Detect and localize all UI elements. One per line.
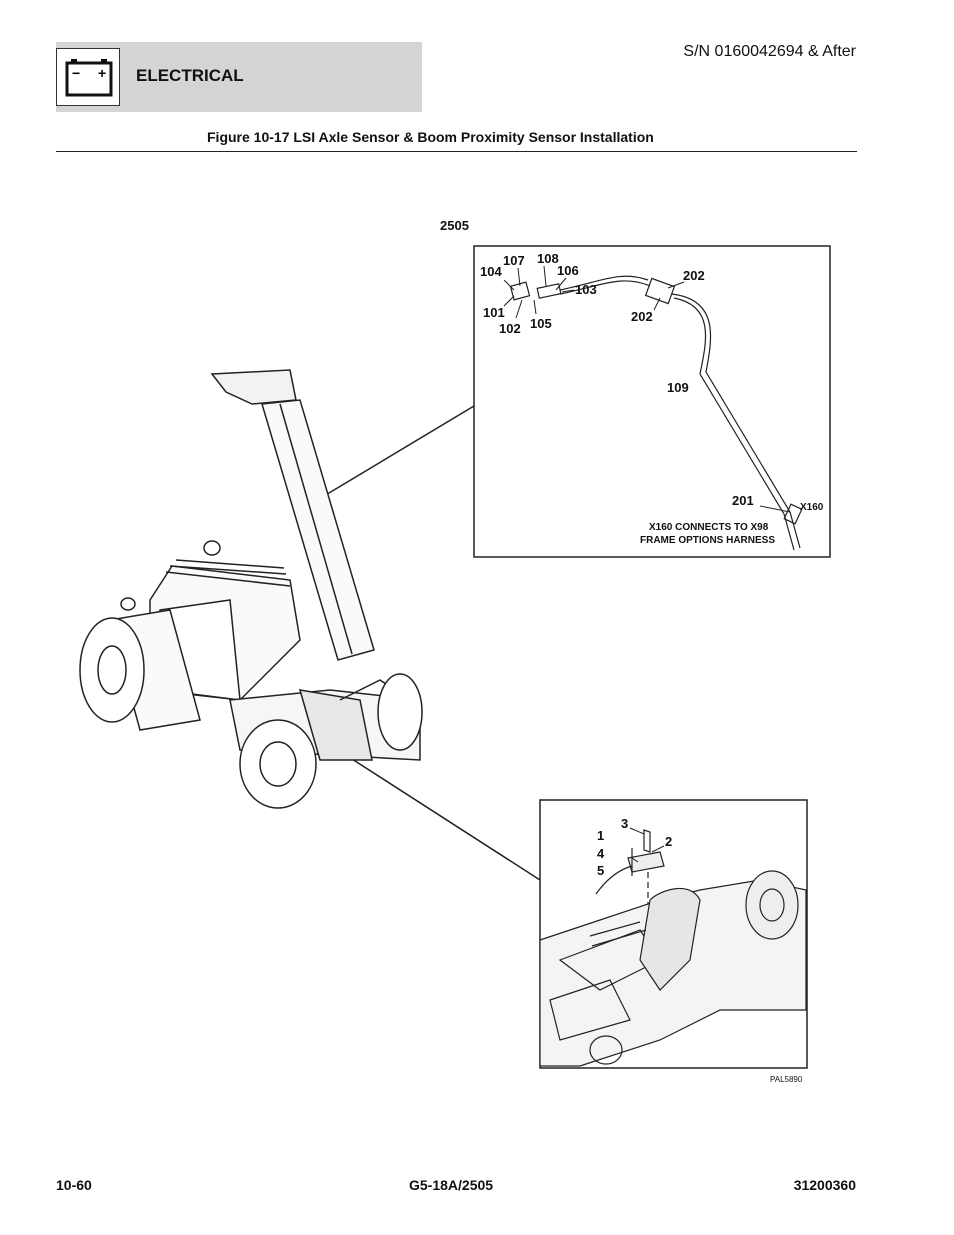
callout-106: 106	[557, 263, 579, 278]
battery-icon-frame: − +	[56, 48, 120, 106]
callout-5: 5	[597, 863, 604, 878]
model-label: 2505	[440, 218, 469, 233]
callout-3: 3	[621, 816, 628, 831]
telehandler-machine	[79, 369, 423, 809]
upper-detail-frame	[473, 245, 831, 558]
note-line-2: FRAME OPTIONS HARNESS	[640, 535, 775, 546]
callout-108: 108	[537, 251, 559, 266]
lower-detail-leader	[337, 749, 541, 881]
callout-202-upper: 202	[683, 268, 705, 283]
footer-model: G5-18A/2505	[409, 1177, 494, 1193]
callout-103: 103	[575, 282, 597, 297]
callout-102: 102	[499, 321, 521, 336]
serial-range: S/N 0160042694 & After	[683, 43, 856, 60]
axle-sensor-assembly	[539, 829, 807, 1067]
callout-3-leader	[629, 827, 645, 835]
drawing-reference: PAL5890	[770, 1075, 803, 1084]
page-number: 10-60	[56, 1177, 92, 1193]
upper-detail-leader	[323, 405, 475, 497]
callout-105: 105	[530, 316, 552, 331]
boom-sensor-harness	[509, 275, 803, 551]
callout-4: 4	[597, 846, 605, 861]
battery-minus: −	[72, 65, 80, 81]
callout-109: 109	[667, 380, 689, 395]
callout-2-leader	[651, 845, 665, 853]
upper-callout-leaders	[503, 265, 791, 513]
callout-104: 104	[480, 264, 502, 279]
connector-x160: X160	[800, 502, 824, 513]
section-title: ELECTRICAL	[136, 66, 244, 85]
note-line-1: X160 CONNECTS TO X98	[649, 522, 769, 533]
callout-bracket-leader	[631, 857, 639, 863]
battery-icon: − +	[65, 59, 113, 97]
callout-202-lower: 202	[631, 309, 653, 324]
callout-201: 201	[732, 493, 754, 508]
battery-plus: +	[98, 65, 106, 81]
callout-2: 2	[665, 834, 672, 849]
doc-number: 31200360	[793, 1177, 856, 1193]
header-rule	[56, 151, 857, 152]
callout-107: 107	[503, 253, 525, 268]
callout-101: 101	[483, 305, 505, 320]
callout-1: 1	[597, 828, 604, 843]
figure-title: Figure 10-17 LSI Axle Sensor & Boom Prox…	[207, 129, 654, 145]
